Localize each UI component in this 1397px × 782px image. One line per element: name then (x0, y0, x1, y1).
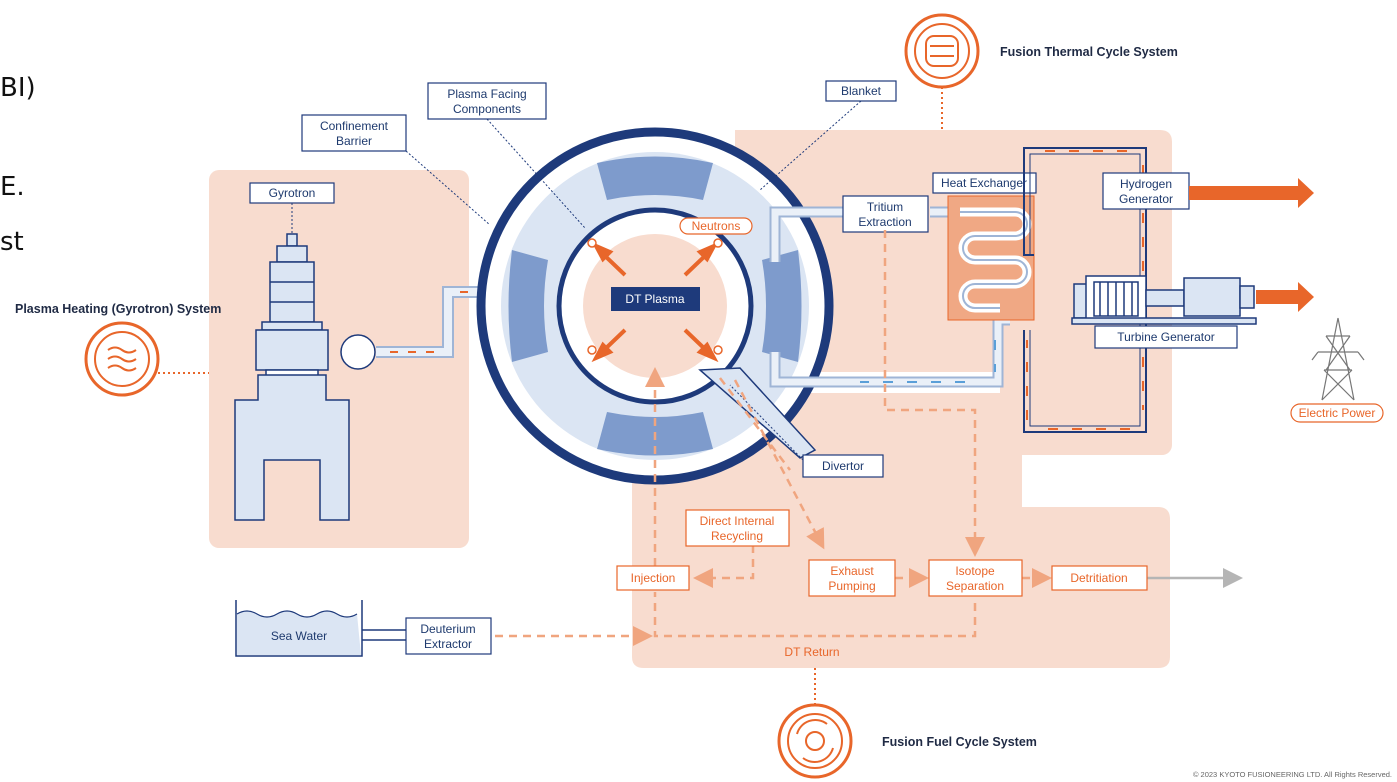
svg-text:Generator: Generator (1119, 192, 1173, 206)
svg-text:Heat Exchanger: Heat Exchanger (941, 176, 1027, 190)
svg-text:Gyrotron: Gyrotron (269, 186, 316, 200)
svg-text:Plasma Facing: Plasma Facing (447, 87, 526, 101)
svg-text:Components: Components (453, 102, 521, 116)
turbine-generator-label: Turbine Generator (1094, 325, 1238, 349)
confinement-barrier-label: Confinement Barrier (301, 114, 407, 152)
svg-text:Divertor: Divertor (822, 459, 864, 473)
thermal-system-title: Fusion Thermal Cycle System (1000, 45, 1178, 59)
svg-text:Blanket: Blanket (841, 84, 882, 98)
isotope-separation-label: Isotope Separation (928, 559, 1023, 597)
cropped-text-2: E. (0, 172, 25, 202)
heat-exchanger-label: Heat Exchanger (932, 172, 1037, 194)
svg-text:Neutrons: Neutrons (692, 219, 741, 233)
plasma-facing-components-label: Plasma Facing Components (427, 82, 547, 120)
turbine-machine (1071, 275, 1257, 325)
svg-text:DT Plasma: DT Plasma (625, 292, 684, 306)
svg-text:Direct Internal: Direct Internal (700, 514, 775, 528)
svg-text:Electric Power: Electric Power (1299, 406, 1376, 420)
svg-text:Tritium: Tritium (867, 200, 903, 214)
gyrotron-label: Gyrotron (249, 182, 335, 204)
cropped-text-1: BI) (0, 73, 36, 103)
tritium-extraction-label: Tritium Extraction (842, 195, 929, 233)
hydrogen-generator-label: Hydrogen Generator (1102, 172, 1190, 210)
svg-text:Separation: Separation (946, 579, 1004, 593)
svg-text:Confinement: Confinement (320, 119, 389, 133)
heat-exchanger (947, 195, 1035, 321)
transmission-tower-icon (1311, 317, 1365, 401)
gyrotron-machine (234, 233, 376, 521)
svg-text:Extraction: Extraction (858, 215, 911, 229)
neutron-arrows (591, 241, 719, 363)
svg-text:Barrier: Barrier (336, 134, 372, 148)
sea-water-tank: Sea Water (235, 600, 363, 657)
power-output-arrow (1256, 290, 1298, 304)
svg-text:Injection: Injection (631, 571, 676, 585)
svg-text:Exhaust: Exhaust (830, 564, 874, 578)
divertor-label: Divertor (802, 454, 884, 478)
deuterium-extractor-label: Deuterium Extractor (405, 617, 492, 655)
fuel-flow-lines (495, 230, 1052, 646)
svg-text:Extractor: Extractor (424, 637, 472, 651)
svg-text:Detritiation: Detritiation (1070, 571, 1127, 585)
detritiation-label: Detritiation (1051, 565, 1148, 591)
fuel-zone (632, 393, 1170, 668)
injection-label: Injection (616, 565, 690, 591)
fuel-cycle-icon (777, 703, 853, 779)
svg-text:Sea Water: Sea Water (271, 629, 327, 643)
dt-plasma-label (611, 287, 700, 311)
dt-return-label: DT Return (784, 645, 839, 659)
svg-text:Hydrogen: Hydrogen (1120, 177, 1172, 191)
direct-internal-recycling-label: Direct Internal Recycling (685, 509, 790, 547)
svg-text:Turbine Generator: Turbine Generator (1117, 330, 1215, 344)
electric-power-label: Electric Power (1290, 403, 1384, 423)
fuel-system-title: Fusion Fuel Cycle System (882, 735, 1037, 749)
svg-text:Isotope: Isotope (955, 564, 995, 578)
thermal-cycle-icon (904, 13, 980, 89)
heating-system-title: Plasma Heating (Gyrotron) System (15, 302, 221, 316)
exhaust-pumping-label: Exhaust Pumping (808, 559, 896, 597)
blanket-label: Blanket (825, 80, 897, 102)
svg-text:Deuterium: Deuterium (420, 622, 475, 636)
copyright: © 2023 KYOTO FUSIONEERING LTD. All Right… (1193, 770, 1392, 779)
svg-text:Pumping: Pumping (828, 579, 875, 593)
neutrons-label (679, 217, 753, 235)
svg-text:Recycling: Recycling (711, 529, 763, 543)
cropped-text-3: st (0, 227, 24, 257)
